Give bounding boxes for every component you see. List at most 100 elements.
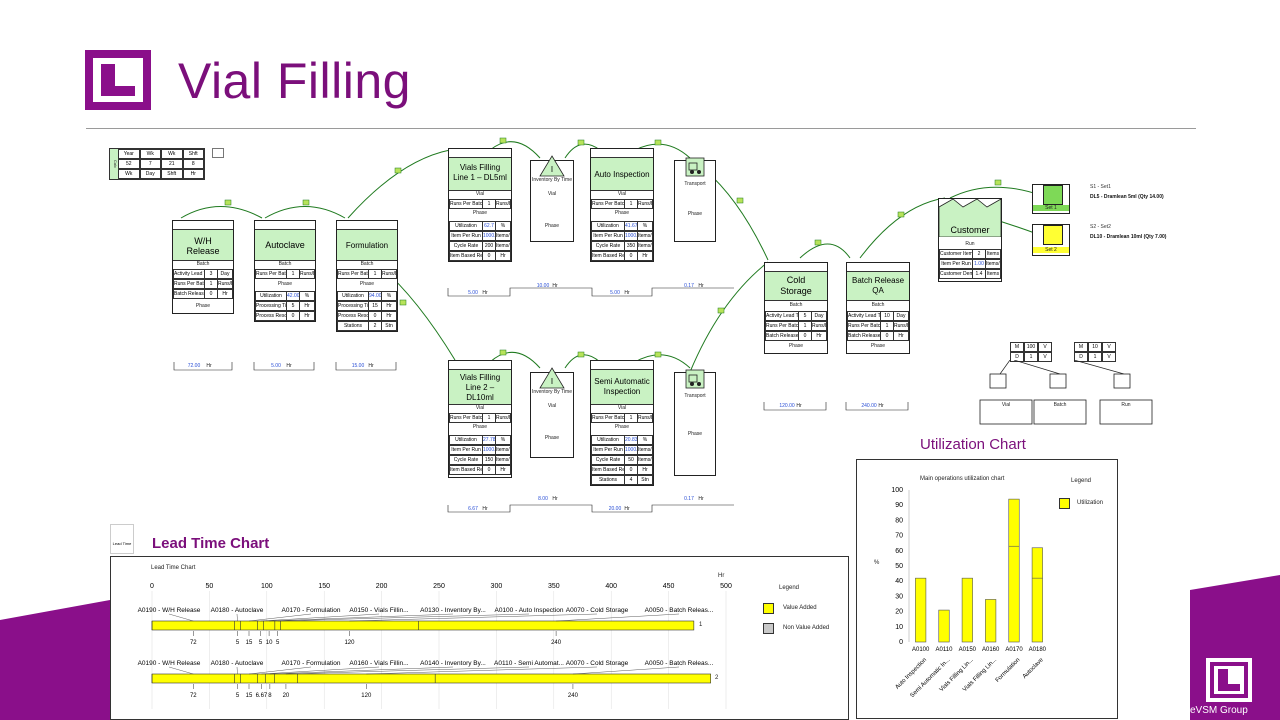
lead-time-tick-label: 150	[318, 583, 330, 590]
metric-label: Activity Lead Time	[765, 311, 799, 321]
conv-cell[interactable]: 100	[1024, 342, 1038, 352]
metric-value[interactable]: 1	[482, 413, 496, 423]
transport-name: Transport	[684, 393, 706, 399]
customer[interactable]: Customer Run Customer Item Demand2Items …	[938, 198, 1002, 282]
conv-cell: V	[1102, 352, 1116, 362]
process-name: Auto Inspection	[594, 170, 650, 179]
transport-2[interactable]: Transport Phase	[674, 369, 716, 476]
inventory-by-time-2[interactable]: I Inventory By Time Vial Phase	[530, 367, 574, 458]
lead-time-leader-line	[260, 613, 380, 622]
process-autoclave[interactable]: Autoclave Batch Runs Per Batch1Runs/Batc…	[254, 220, 316, 322]
lead-time-activity-label: A0160 - Vials Fillin...	[349, 660, 408, 667]
metric-unit: Items/Hr	[495, 455, 511, 465]
metric-value[interactable]: 4	[624, 475, 638, 485]
metric-value[interactable]: 1000.00	[482, 231, 496, 241]
metric-value[interactable]: 1.00	[972, 259, 986, 269]
metric-value[interactable]: 1	[482, 199, 496, 209]
metric-value[interactable]: 1	[286, 269, 300, 279]
set-2[interactable]: Set 2	[1032, 224, 1070, 256]
metric-value[interactable]: 5	[798, 311, 812, 321]
process-wh-release[interactable]: W/H Release Batch Activity Lead Time3Day…	[172, 220, 234, 314]
lead-time-chart[interactable]: Lead Time Chart Hr Legend Value Added No…	[110, 556, 849, 720]
lead-time-value-label: 8	[268, 693, 272, 699]
conv-cell[interactable]: 10	[1088, 342, 1102, 352]
legend-non-value-added: Non Value Added	[783, 625, 830, 631]
y-tick-label: 80	[895, 517, 903, 524]
metric-value[interactable]: 15	[368, 301, 382, 311]
lead-time-leader-line	[269, 666, 454, 675]
calculator-icon[interactable]	[212, 148, 224, 158]
metric-value[interactable]: 0	[482, 251, 496, 261]
metric-value[interactable]: 94.00	[368, 291, 382, 301]
metric-value[interactable]: 20.83	[624, 435, 638, 445]
set-1[interactable]: Set 1	[1032, 184, 1070, 214]
metric-value[interactable]: 62.7	[482, 221, 496, 231]
tt-h3: Wk	[161, 149, 183, 159]
metric-value[interactable]: 42.00	[286, 291, 300, 301]
lead-time-tick-label: 250	[433, 583, 445, 590]
lead-time-activity-label: A0180 - Autoclave	[211, 607, 264, 614]
metric-value[interactable]: 1	[368, 269, 382, 279]
metric-value[interactable]: 27.78	[482, 435, 496, 445]
lead-time-row-index: 2	[715, 675, 719, 681]
process-vials-line-1[interactable]: Vials Filling Line 1 – DL5ml Vial Runs P…	[448, 148, 512, 262]
metric-value[interactable]: 1000.00	[624, 445, 638, 455]
metric-value[interactable]: 41.67	[624, 221, 638, 231]
metric-value[interactable]: 3	[204, 269, 218, 279]
metric-value[interactable]: 200	[482, 241, 496, 251]
inventory-by-time-1[interactable]: I Inventory By Time Vial Phase	[530, 155, 574, 242]
metric-value[interactable]: 0	[368, 311, 382, 321]
metric-value[interactable]: 0	[286, 311, 300, 321]
metric-value[interactable]: 2	[368, 321, 382, 331]
timeline-unit: Hr	[796, 403, 802, 409]
legend-swatch-value-added	[763, 603, 774, 614]
metric-value[interactable]: 2	[972, 249, 986, 259]
metric-label: Runs Per Batch	[847, 321, 881, 331]
metric-value[interactable]: 1	[204, 279, 218, 289]
metric-value[interactable]: 0	[798, 331, 812, 341]
inventory-name: Inventory By Time	[531, 177, 572, 183]
unit-icon-label: Batch	[1053, 402, 1067, 408]
process-phase: Phase	[359, 281, 375, 287]
lead-time-stub[interactable]: Lead Time	[110, 524, 134, 554]
metric-value[interactable]: 150	[482, 455, 496, 465]
metric-value[interactable]: 0	[204, 289, 218, 299]
metric-value[interactable]: 1.4	[972, 269, 986, 279]
metric-label: Utilization	[337, 291, 369, 301]
process-vials-line-2[interactable]: Vials Filling Line 2 – DL10ml Vial Runs …	[448, 360, 512, 478]
metric-value[interactable]: 0	[482, 465, 496, 475]
metric-value[interactable]: 0	[624, 251, 638, 261]
metric-value[interactable]: 350	[624, 241, 638, 251]
metric-value[interactable]: 1000.00	[624, 231, 638, 241]
lead-time-axis-unit: Hr	[718, 573, 725, 579]
unit-icon-label: Run	[1121, 402, 1131, 408]
process-semi-auto-inspection[interactable]: Semi Automatic Inspection Vial Runs Per …	[590, 360, 654, 486]
truck-icon	[685, 157, 705, 177]
lead-time-leader-line	[556, 613, 680, 622]
process-formulation[interactable]: Formulation Batch Runs Per Batch1Runs/Ba…	[336, 220, 398, 332]
process-batch-release-qa[interactable]: Batch Release QA Batch Activity Lead Tim…	[846, 262, 910, 354]
metric-value[interactable]: 0	[624, 465, 638, 475]
timeline-value: 0.17	[684, 283, 694, 289]
metric-value[interactable]: 1	[798, 321, 812, 331]
metric-value[interactable]: 1	[624, 413, 638, 423]
metric-value[interactable]: 5	[286, 301, 300, 311]
transport-1[interactable]: Transport Phase	[674, 157, 716, 242]
metric-value[interactable]: 1000.00	[482, 445, 496, 455]
process-cold-storage[interactable]: Cold Storage Batch Activity Lead Time5Da…	[764, 262, 828, 354]
unit-icons	[979, 360, 1153, 425]
tt-r2: 7	[139, 159, 161, 169]
metric-value[interactable]: 50	[624, 455, 638, 465]
conv-cell[interactable]: 1	[1088, 352, 1102, 362]
metric-value[interactable]: 10	[880, 311, 894, 321]
conv-cell: V	[1038, 352, 1052, 362]
lead-time-tick-label: 500	[720, 583, 732, 590]
metric-unit: %	[637, 221, 653, 231]
lead-time-activity-label: A0190 - W/H Release	[138, 607, 201, 614]
metric-value[interactable]: 1	[624, 199, 638, 209]
metric-value[interactable]: 1	[880, 321, 894, 331]
conv-cell[interactable]: 1	[1024, 352, 1038, 362]
metric-value[interactable]: 0	[880, 331, 894, 341]
